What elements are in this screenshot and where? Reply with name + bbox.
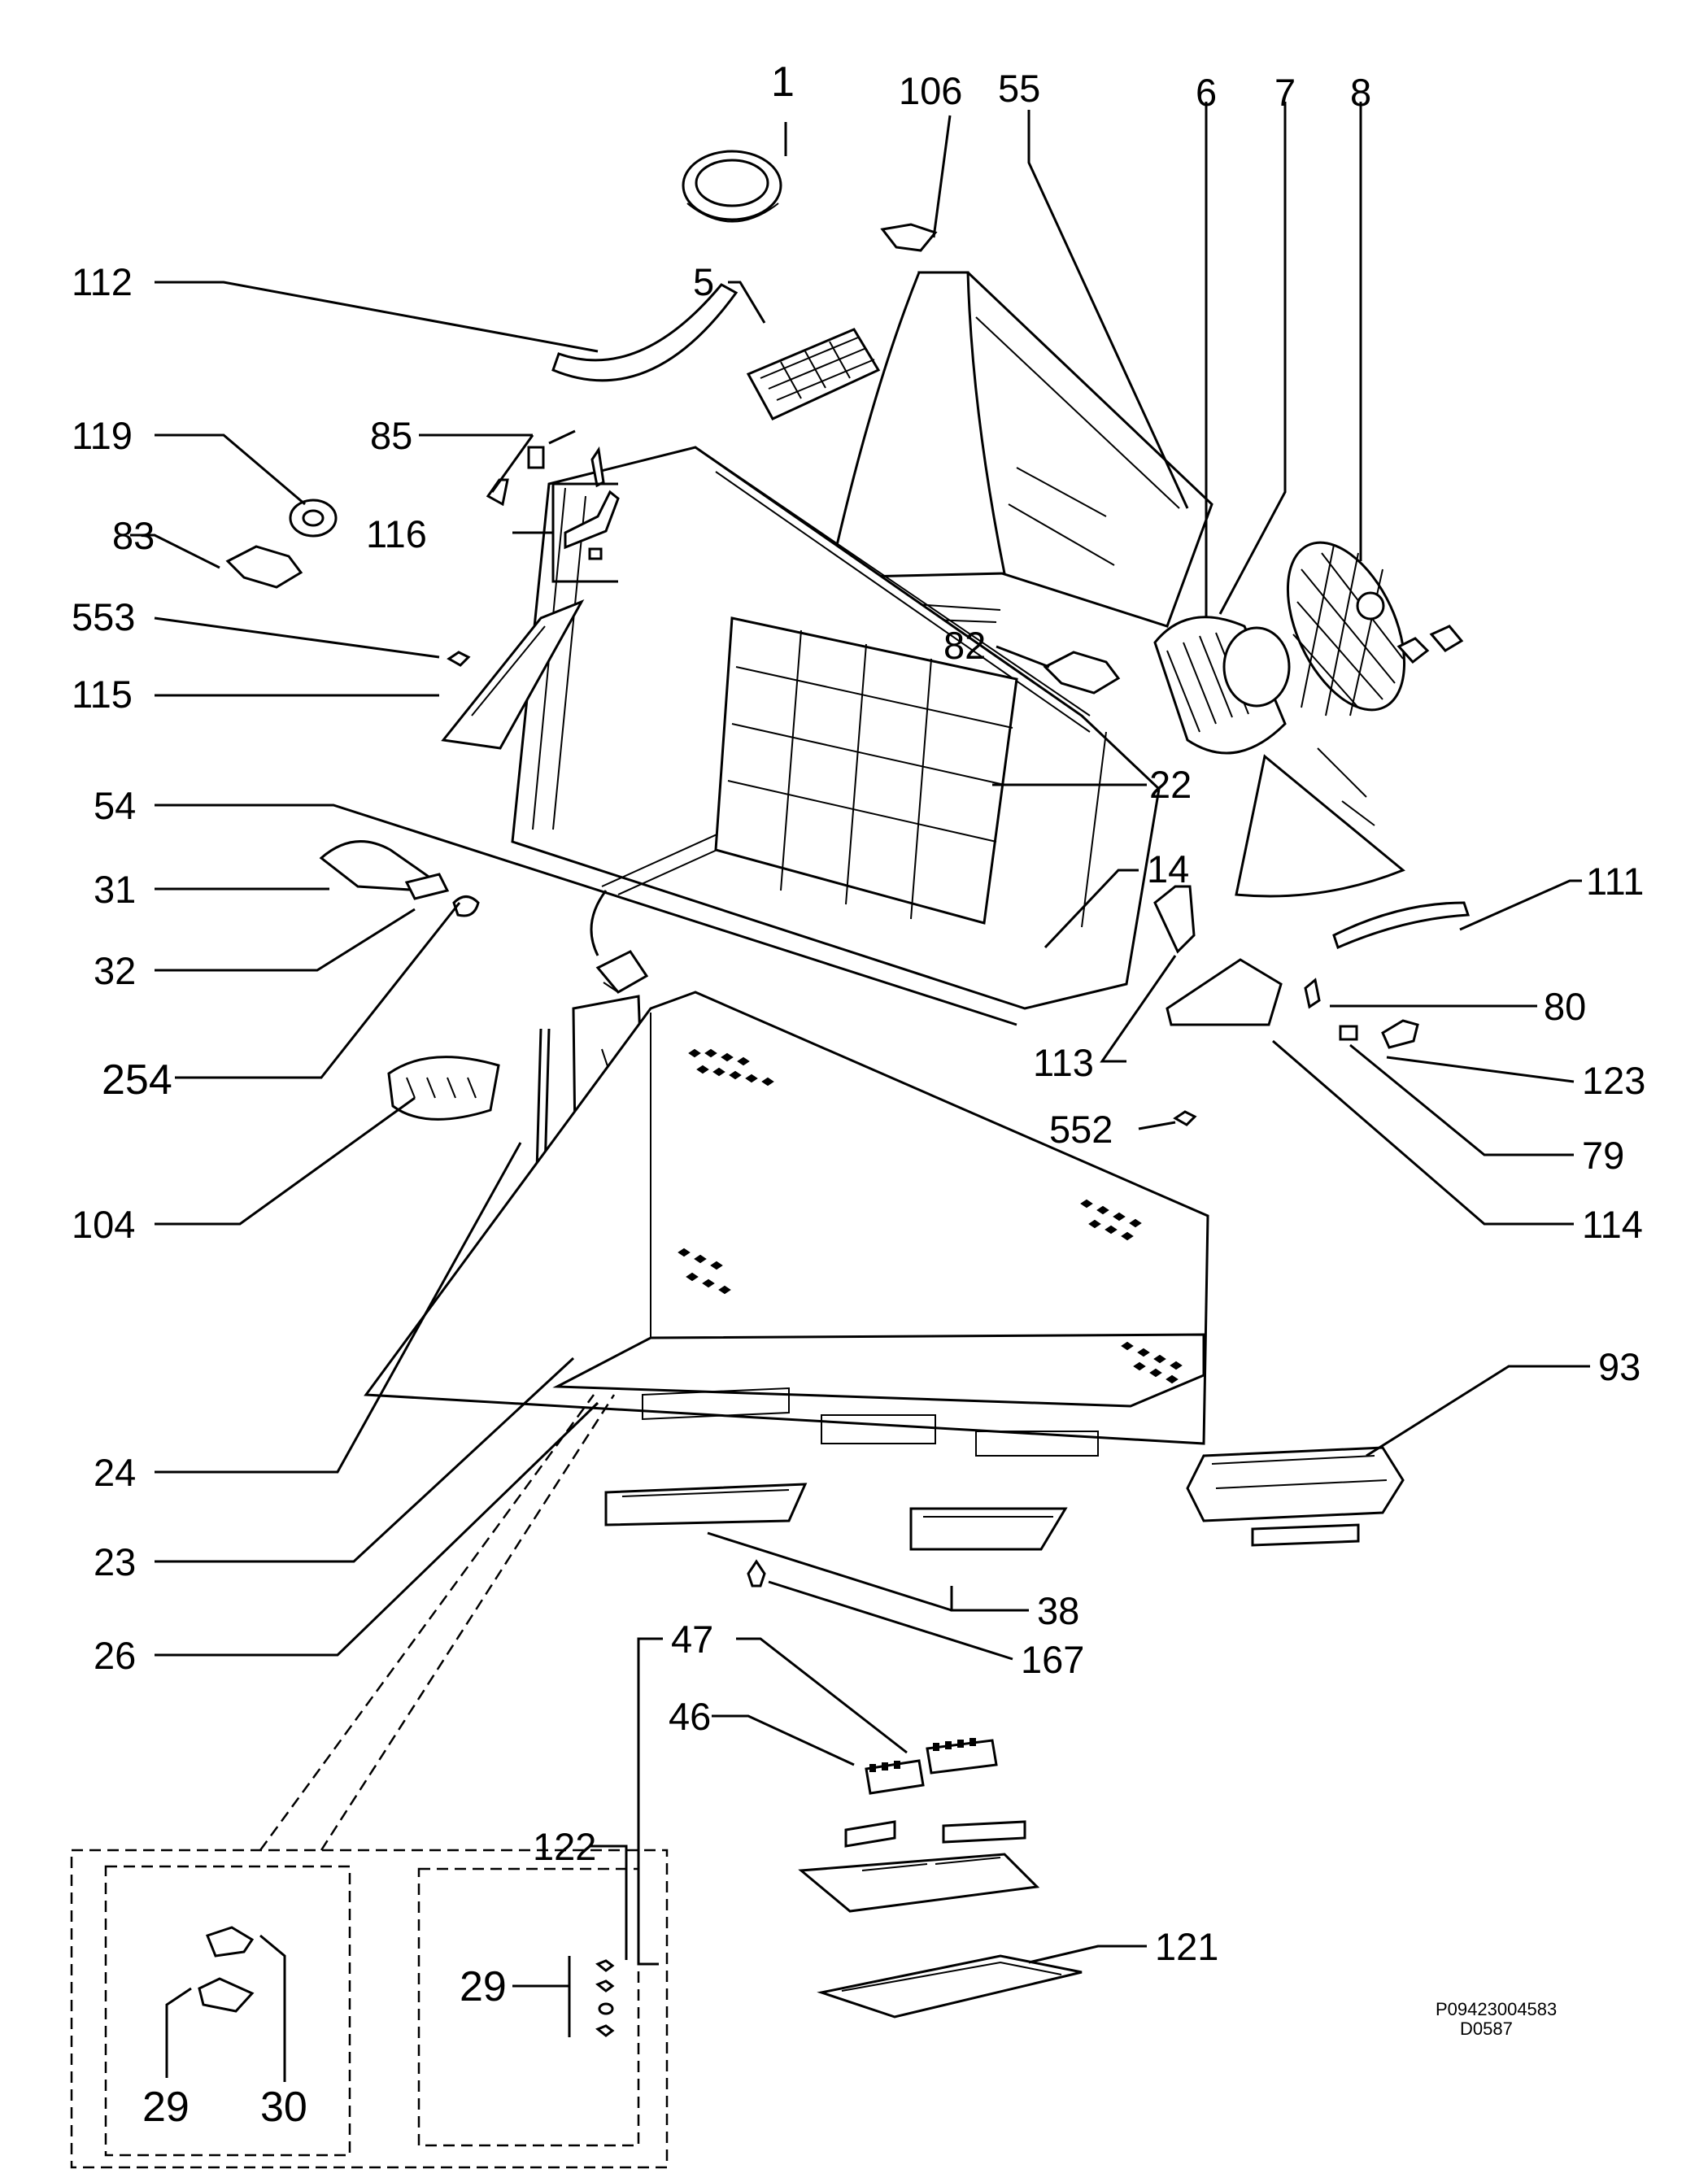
- label-167: 167: [1021, 1638, 1084, 1681]
- power-cord: [590, 890, 649, 994]
- label-85: 85: [370, 414, 412, 457]
- part-254-lamp-socket: [452, 895, 480, 917]
- part-31-lamp-cover: [319, 840, 450, 900]
- part-7-motor-housing: [1235, 747, 1405, 898]
- label-5: 5: [693, 260, 714, 303]
- label-1: 1: [771, 59, 795, 106]
- label-83: 83: [112, 514, 155, 557]
- part-121-tray: [817, 1954, 1083, 2019]
- label-31: 31: [94, 868, 136, 911]
- part-5-grille: [746, 328, 881, 420]
- part-552-clip: [1173, 1110, 1197, 1126]
- part-29-holder: [198, 1977, 255, 2013]
- part-6-fan-wheel: [1153, 616, 1291, 755]
- part-104-switch-cover: [387, 1056, 500, 1121]
- label-22: 22: [1149, 763, 1192, 806]
- part-115-bracket: [441, 599, 585, 750]
- label-106: 106: [899, 69, 962, 112]
- label-114: 114: [1582, 1203, 1643, 1246]
- part-167-screw: [747, 1559, 766, 1588]
- part-111-curved-trim: [1332, 901, 1471, 950]
- label-111: 111: [1586, 860, 1644, 903]
- part-116-bracket-set: [564, 446, 620, 560]
- part-82-clamp: [1043, 651, 1121, 695]
- lower-casing: [364, 991, 1209, 1457]
- label-104: 104: [72, 1203, 135, 1246]
- kit-inset-frame: [70, 1394, 669, 2169]
- part-113-bracket: [1153, 885, 1196, 954]
- reference-number: P09423004583: [1436, 1999, 1557, 2019]
- part-30-clip: [206, 1926, 255, 1958]
- label-55: 55: [998, 67, 1040, 110]
- perforations: [678, 1048, 1183, 1384]
- part-8-motor-grille: [1286, 541, 1464, 716]
- label-123: 123: [1582, 1059, 1645, 1102]
- part-79-switch: [1339, 1025, 1358, 1041]
- part-119-ring: [289, 499, 338, 538]
- leader-lines: [130, 102, 1590, 2082]
- part-83-clamp: [225, 545, 303, 589]
- part-46-switch: [865, 1759, 925, 1795]
- part-22-grease-filter: [714, 616, 1018, 925]
- label-116: 116: [366, 512, 427, 555]
- label-38: 38: [1037, 1589, 1079, 1632]
- label-80: 80: [1544, 985, 1586, 1028]
- label-119: 119: [72, 414, 133, 457]
- label-24: 24: [94, 1451, 136, 1494]
- label-115: 115: [72, 673, 133, 716]
- label-121: 121: [1155, 1925, 1218, 1968]
- label-553: 553: [72, 595, 135, 638]
- part-93-light-bar: [1186, 1446, 1405, 1547]
- reference-subcode: D0587: [1460, 2019, 1513, 2039]
- part-47-switch: [926, 1738, 998, 1775]
- part-106-clip: [880, 223, 938, 252]
- label-32: 32: [94, 949, 136, 992]
- label-54: 54: [94, 784, 136, 827]
- part-38-glass-panels: [604, 1483, 1068, 1551]
- part-112-curved-trim: [551, 283, 739, 382]
- part-80-latch: [1304, 978, 1321, 1009]
- label-93: 93: [1598, 1345, 1640, 1388]
- part-553-spring: [447, 651, 471, 667]
- part-114-side-mount: [1166, 958, 1283, 1026]
- label-29-holder: 29: [142, 2084, 190, 2131]
- label-552: 552: [1049, 1108, 1113, 1151]
- label-8: 8: [1350, 71, 1371, 114]
- control-panel: [798, 1820, 1040, 1913]
- label-47: 47: [671, 1618, 713, 1661]
- part-29-screw-set: [595, 1959, 615, 2037]
- part-123-bracket: [1381, 1019, 1419, 1049]
- label-7: 7: [1274, 71, 1296, 114]
- label-82: 82: [943, 624, 986, 667]
- label-112: 112: [72, 260, 133, 303]
- label-79: 79: [1582, 1134, 1624, 1177]
- label-23: 23: [94, 1540, 136, 1583]
- label-14: 14: [1147, 847, 1189, 891]
- label-6: 6: [1196, 71, 1217, 114]
- label-113: 113: [1033, 1041, 1094, 1084]
- part-1-collar-ring: [682, 150, 782, 223]
- part-55-chimney-duct: [828, 271, 1213, 628]
- label-26: 26: [94, 1634, 136, 1677]
- callout-labels: 1 106 55 6 7 8 112 5 119 85 83 116 553 1…: [72, 59, 1645, 2131]
- part-85-screw: [486, 429, 576, 507]
- label-29-screw-set: 29: [460, 1963, 507, 2010]
- label-30: 30: [260, 2084, 307, 2131]
- reference-code: P09423004583 D0587: [1436, 1999, 1557, 2039]
- label-122: 122: [533, 1825, 596, 1868]
- label-46: 46: [669, 1695, 711, 1738]
- label-254: 254: [102, 1056, 172, 1104]
